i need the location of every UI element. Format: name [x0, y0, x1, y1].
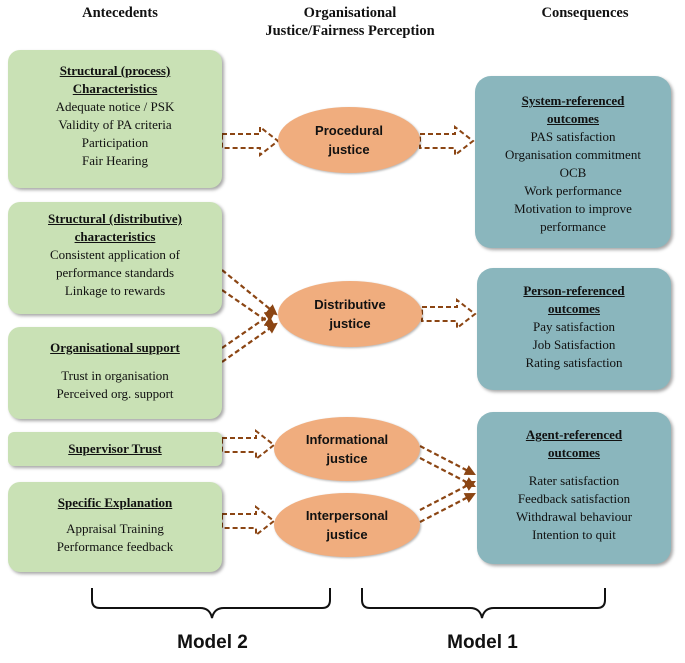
- system-outcomes-title-1: System-referenced: [521, 93, 625, 108]
- distributive-justice-line2: justice: [329, 316, 371, 331]
- list-item: Validity of PA criteria: [58, 117, 172, 132]
- list-item: Rater satisfaction: [528, 473, 620, 488]
- perception-header-line2: Justice/Fairness Perception: [265, 23, 435, 39]
- line-interpersonal-to-agent-b: [419, 492, 476, 523]
- list-item: Motivation to improve: [514, 201, 632, 216]
- arrow-distributive-to-person: [421, 297, 477, 331]
- system-outcomes-box: System-referenced outcomes PAS satisfact…: [475, 76, 671, 248]
- arrow-process-to-procedural: [221, 124, 280, 158]
- arrow-explanation-to-interpersonal: [221, 504, 276, 538]
- arrow-procedural-to-system: [419, 124, 475, 158]
- list-item: Feedback satisfaction: [517, 491, 631, 506]
- agent-outcomes-box: Agent-referenced outcomes Rater satisfac…: [477, 412, 671, 564]
- list-item: Pay satisfaction: [533, 319, 615, 334]
- interpersonal-justice-line2: justice: [326, 527, 368, 542]
- structural-process-title-2: Characteristics: [72, 81, 158, 96]
- list-item: OCB: [559, 165, 587, 180]
- line-informational-to-agent-a: [419, 445, 476, 476]
- distributive-justice-node: Distributive justice: [278, 281, 422, 347]
- list-item: performance: [540, 219, 606, 234]
- agent-outcomes-title-1: Agent-referenced: [525, 427, 623, 442]
- list-item: Participation: [81, 135, 149, 150]
- procedural-justice-node: Procedural justice: [278, 107, 420, 173]
- structural-process-box: Structural (process) Characteristics Ade…: [8, 50, 222, 188]
- agent-outcomes-title-2: outcomes: [548, 445, 600, 460]
- model-1-label: Model 1: [447, 632, 518, 653]
- line-interpersonal-to-agent-a: [419, 480, 476, 511]
- line-informational-to-agent-b: [419, 457, 476, 488]
- list-item: Work performance: [524, 183, 622, 198]
- informational-justice-line1: Informational: [305, 432, 389, 447]
- model-2-label: Model 2: [177, 632, 248, 653]
- line-support-a: [221, 310, 276, 349]
- antecedents-header: Antecedents: [82, 5, 158, 21]
- system-outcomes-title-2: outcomes: [547, 111, 599, 126]
- list-item: Perceived org. support: [56, 386, 174, 401]
- list-item: performance standards: [55, 265, 175, 280]
- organisational-support-title: Organisational support: [50, 340, 180, 355]
- procedural-justice-line2: justice: [328, 142, 370, 157]
- bracket-model2: [91, 588, 331, 619]
- supervisor-trust-box: Supervisor Trust: [8, 432, 222, 466]
- person-outcomes-title-2: outcomes: [548, 301, 600, 316]
- line-distributive-a: [221, 269, 278, 316]
- informational-justice-line2: justice: [326, 451, 368, 466]
- person-outcomes-box: Person-referenced outcomes Pay satisfact…: [477, 268, 671, 390]
- interpersonal-justice-node: Interpersonal justice: [274, 493, 420, 557]
- structural-distributive-title-1: Structural (distributive): [48, 211, 182, 226]
- organisational-support-box: Organisational support Trust in organisa…: [8, 327, 222, 419]
- line-distributive-b: [221, 289, 276, 328]
- informational-justice-node: Informational justice: [274, 417, 420, 481]
- list-item: Performance feedback: [56, 539, 174, 554]
- distributive-justice-line1: Distributive: [314, 297, 386, 312]
- list-item: Intention to quit: [532, 527, 616, 542]
- structural-distributive-title-2: characteristics: [74, 229, 156, 244]
- bracket-model1: [361, 588, 606, 619]
- supervisor-trust-title: Supervisor Trust: [68, 441, 162, 456]
- perception-header: Organisational Justice/Fairness Percepti…: [235, 4, 465, 40]
- arrow-supervisor-to-informational: [221, 428, 276, 462]
- specific-explanation-box: Specific Explanation Appraisal Training …: [8, 482, 222, 572]
- list-item: PAS satisfaction: [530, 129, 616, 144]
- interpersonal-justice-line1: Interpersonal: [305, 508, 389, 523]
- list-item: Fair Hearing: [81, 153, 149, 168]
- list-item: Withdrawal behaviour: [515, 509, 633, 524]
- list-item: Adequate notice / PSK: [55, 99, 175, 114]
- list-item: Rating satisfaction: [525, 355, 623, 370]
- list-item: Organisation commitment: [505, 147, 641, 162]
- list-item: Consistent application of: [50, 247, 180, 262]
- perception-header-line1: Organisational: [303, 5, 397, 21]
- list-item: Job Satisfaction: [532, 337, 616, 352]
- line-support-b: [221, 322, 278, 363]
- list-item: Appraisal Training: [66, 521, 164, 536]
- structural-distributive-box: Structural (distributive) characteristic…: [8, 202, 222, 314]
- list-item: Trust in organisation: [61, 368, 169, 383]
- person-outcomes-title-1: Person-referenced: [523, 283, 625, 298]
- consequences-header: Consequences: [541, 5, 629, 21]
- procedural-justice-line1: Procedural: [315, 123, 383, 138]
- structural-process-title-1: Structural (process): [59, 63, 171, 78]
- list-item: Linkage to rewards: [64, 283, 166, 298]
- specific-explanation-title: Specific Explanation: [57, 495, 173, 510]
